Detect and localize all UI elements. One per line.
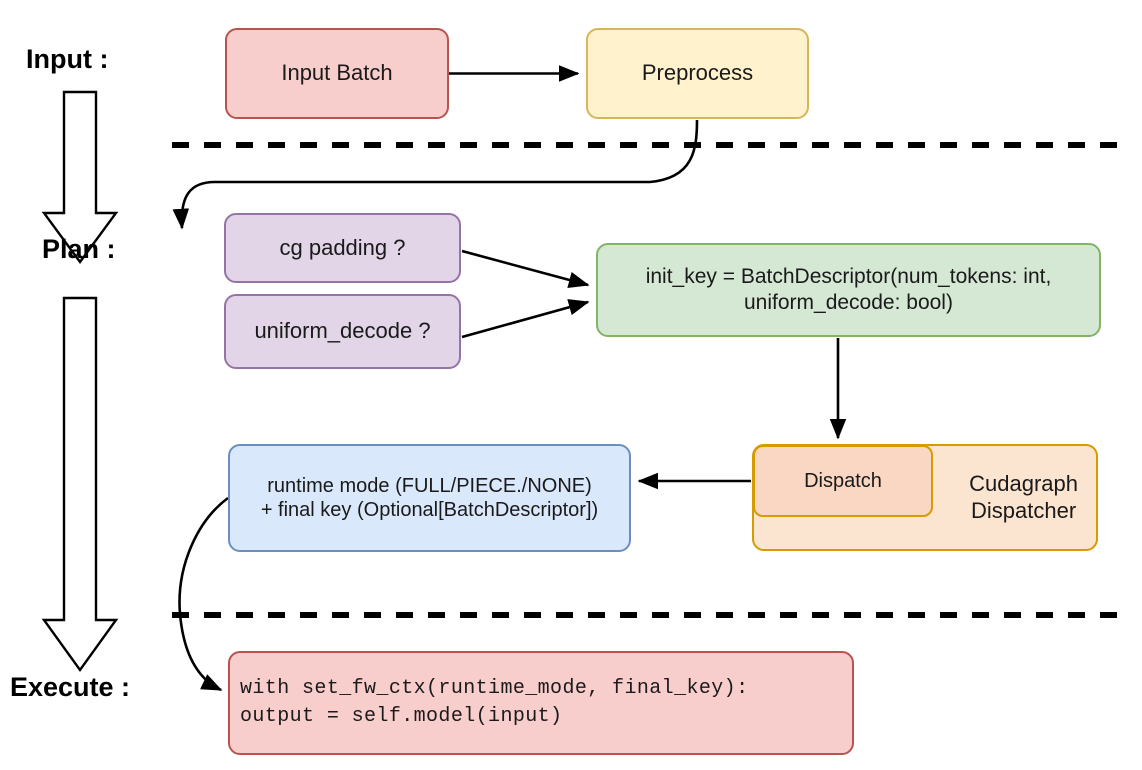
stage-label-plan: Plan : [42, 234, 116, 264]
node-uniform-decode[interactable]: uniform_decode ? [224, 294, 461, 369]
stage-label-input: Input : [26, 44, 109, 74]
node-init-key[interactable]: init_key = BatchDescriptor(num_tokens: i… [596, 243, 1101, 337]
stage-label-execute: Execute : [10, 672, 131, 702]
arrow-uniform-decode-to-init-key [461, 299, 590, 339]
node-preprocess[interactable]: Preprocess [586, 28, 809, 119]
node-input-batch[interactable]: Input Batch [225, 28, 449, 119]
node-dispatch[interactable]: Dispatch [753, 445, 933, 517]
arrow-runtime-mode-to-execute-code [178, 496, 229, 692]
node-cg-padding[interactable]: cg padding ? [224, 213, 461, 283]
node-runtime-mode[interactable]: runtime mode (FULL/PIECE./NONE) + final … [228, 444, 631, 552]
node-execute-code[interactable]: with set_fw_ctx(runtime_mode, final_key)… [228, 651, 854, 755]
arrow-cg-padding-to-init-key [461, 249, 590, 289]
arrow-preprocess-to-cg-padding [172, 119, 699, 230]
plan-to-execute-arrow [41, 296, 119, 673]
